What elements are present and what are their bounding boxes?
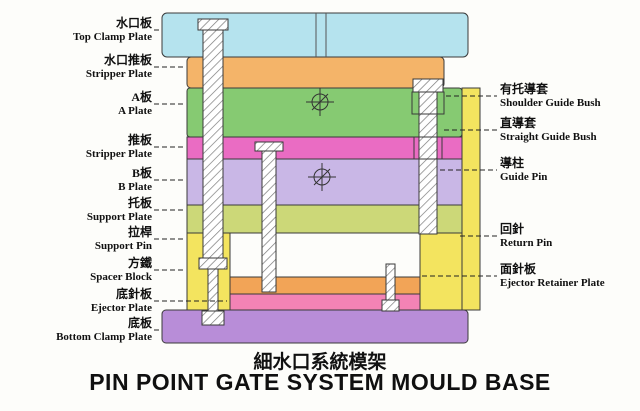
label-en: Return Pin	[500, 237, 553, 249]
label-b-plate: B板 B Plate	[2, 166, 152, 194]
label-guide-pin: 導柱 Guide Pin	[500, 156, 638, 184]
label-zh: 回針	[500, 222, 525, 236]
label-shoulder-guide-bush: 有托導套 Shoulder Guide Bush	[500, 82, 638, 110]
label-zh: 方鐵	[127, 256, 152, 270]
label-en: Support Plate	[86, 211, 152, 223]
label-en: Shoulder Guide Bush	[500, 97, 601, 109]
label-zh: 有托導套	[500, 82, 549, 96]
title-chinese: 細水口系統模架	[253, 352, 387, 373]
label-en: B Plate	[118, 181, 152, 193]
label-zh: 底板	[127, 316, 152, 330]
label-a-plate: A板 A Plate	[2, 90, 152, 118]
label-en: Stripper Plate	[85, 148, 152, 160]
shoulder-guide-bush	[411, 91, 445, 115]
datum-mark-upper	[306, 88, 334, 116]
label-en: Guide Pin	[500, 171, 548, 183]
plate-bottom-clamp	[161, 309, 469, 344]
label-en: A Plate	[118, 105, 152, 117]
label-bottom-clamp-plate: 底板 Bottom Clamp Plate	[2, 316, 152, 344]
label-straight-guide-bush: 直導套 Straight Guide Bush	[500, 116, 638, 144]
label-en: Ejector Plate	[90, 302, 152, 314]
label-support-plate: 托板 Support Plate	[2, 196, 152, 224]
label-zh: 水口板	[115, 16, 152, 30]
label-top-clamp-plate: 水口板 Top Clamp Plate	[2, 16, 152, 44]
label-zh: 推板	[127, 133, 152, 147]
label-zh: 拉桿	[127, 225, 152, 239]
label-zh: 底針板	[115, 287, 152, 301]
sprue-channel	[315, 13, 327, 57]
label-spacer-block: 方鐵 Spacer Block	[2, 256, 152, 284]
label-zh: 面針板	[500, 262, 537, 276]
label-en: Stripper Plate	[85, 68, 152, 80]
title-english: PIN POINT GATE SYSTEM MOULD BASE	[89, 369, 551, 395]
label-zh: 直導套	[500, 116, 537, 130]
label-ejector-plate: 底針板 Ejector Plate	[2, 287, 152, 315]
label-en: Support Pin	[94, 240, 152, 252]
label-return-pin: 回針 Return Pin	[500, 222, 638, 250]
label-stripper-plate-top: 水口推板 Stripper Plate	[2, 53, 152, 81]
support-pin-left	[197, 18, 229, 326]
label-ejector-retainer-plate: 面針板 Ejector Retainer Plate	[500, 262, 638, 290]
label-stripper-plate-mid: 推板 Stripper Plate	[2, 133, 152, 161]
straight-guide-bush	[413, 136, 443, 160]
datum-mark-lower	[308, 163, 336, 191]
label-zh: B板	[131, 166, 152, 180]
label-en: Ejector Retainer Plate	[500, 277, 605, 289]
label-zh: 托板	[127, 196, 152, 210]
label-en: Bottom Clamp Plate	[56, 331, 152, 343]
plate-b	[186, 158, 463, 206]
label-support-pin: 拉桿 Support Pin	[2, 225, 152, 253]
label-en: Straight Guide Bush	[500, 131, 597, 143]
label-en: Spacer Block	[90, 271, 152, 283]
plate-stripper-top	[186, 56, 445, 89]
label-zh: 導柱	[500, 156, 525, 170]
return-pin-screw	[381, 263, 400, 312]
side-column-right	[461, 87, 481, 311]
label-zh: 水口推板	[103, 53, 152, 67]
center-support-pin	[254, 141, 284, 293]
label-en: Top Clamp Plate	[72, 31, 152, 43]
label-zh: A板	[131, 90, 152, 104]
leader-lines	[154, 29, 497, 331]
